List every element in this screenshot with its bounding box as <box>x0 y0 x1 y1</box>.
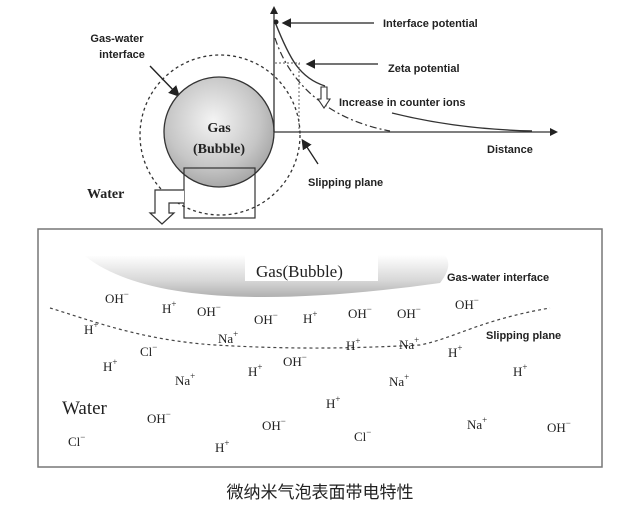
ion-h: H+ <box>103 357 117 374</box>
ion-na: Na+ <box>399 335 419 352</box>
ion-cl: Cl− <box>354 427 371 444</box>
ion-h: H+ <box>215 438 229 455</box>
ion-na: Na+ <box>175 371 195 388</box>
slipping-plane-label-top: Slipping plane <box>308 177 383 189</box>
ion-h: H+ <box>513 362 527 379</box>
potential-curve-tail <box>391 112 533 132</box>
ion-h: H+ <box>326 394 340 411</box>
gas-label-background <box>245 255 378 281</box>
top-diagram: Gas-water interface Gas (Bubble) Water I… <box>87 6 558 225</box>
ion-oh: OH− <box>147 409 171 426</box>
gas-bubble-label: Gas(Bubble) <box>256 262 343 281</box>
zoom-callout-arrow <box>148 189 184 225</box>
figure-caption: 微纳米气泡表面带电特性 <box>226 483 414 503</box>
gas-water-interface-label-detail: Gas-water interface <box>447 272 549 284</box>
interface-potential-label: Interface potential <box>383 18 478 30</box>
ion-oh: OH− <box>197 302 221 319</box>
water-label-detail: Water <box>62 398 108 419</box>
ion-h: H+ <box>84 320 98 337</box>
ion-cl: Cl− <box>140 342 157 359</box>
distance-label: Distance <box>487 144 533 156</box>
ion-cl: Cl− <box>68 432 85 449</box>
potential-curve-low <box>274 37 391 132</box>
ion-na: Na+ <box>467 415 487 432</box>
ion-na: Na+ <box>389 372 409 389</box>
ion-oh: OH− <box>547 418 571 435</box>
slipping-plane-label-detail: Slipping plane <box>486 330 561 342</box>
ion-oh: OH− <box>348 304 372 321</box>
gas-water-interface-label: Gas-water <box>90 33 144 45</box>
ion-oh: OH− <box>455 295 479 312</box>
ion-oh: OH− <box>105 289 129 306</box>
bubble-label-gas: Gas <box>207 121 231 136</box>
slipping-plane-arrow <box>301 138 319 165</box>
counter-ions-label: Increase in counter ions <box>339 97 466 109</box>
y-axis-arrowhead <box>270 6 278 14</box>
x-axis-arrowhead <box>550 128 558 136</box>
ion-h: H+ <box>346 336 360 353</box>
ion-layer: OH− H+ OH− OH− H+ OH− OH− OH− H+ Na+ H+ Na+ H+ Cl− H+ O… <box>68 289 571 455</box>
gas-water-interface-label-line2: interface <box>99 49 145 61</box>
water-label-top: Water <box>87 187 124 202</box>
ion-h: H+ <box>162 299 176 316</box>
ion-oh: OH− <box>254 310 278 327</box>
slipping-plane-curve <box>49 307 551 349</box>
bubble-label-bubble: (Bubble) <box>193 142 245 157</box>
ion-na: Na+ <box>218 329 238 346</box>
ion-oh: OH− <box>262 416 286 433</box>
slipping-plane-circle <box>139 54 301 216</box>
ion-oh: OH− <box>397 304 421 321</box>
potential-curve-high <box>274 21 326 87</box>
ion-h: H+ <box>248 362 262 379</box>
zeta-potential-label: Zeta potential <box>388 63 460 75</box>
ion-h: H+ <box>303 309 317 326</box>
detail-panel: Gas(Bubble) Gas-water interface Slipping… <box>37 228 603 468</box>
ion-h: H+ <box>448 343 462 360</box>
interface-pointer-arrow <box>149 65 180 98</box>
ion-oh: OH− <box>283 352 307 369</box>
counter-ions-down-arrow <box>316 86 332 109</box>
interface-potential-point <box>273 19 279 25</box>
